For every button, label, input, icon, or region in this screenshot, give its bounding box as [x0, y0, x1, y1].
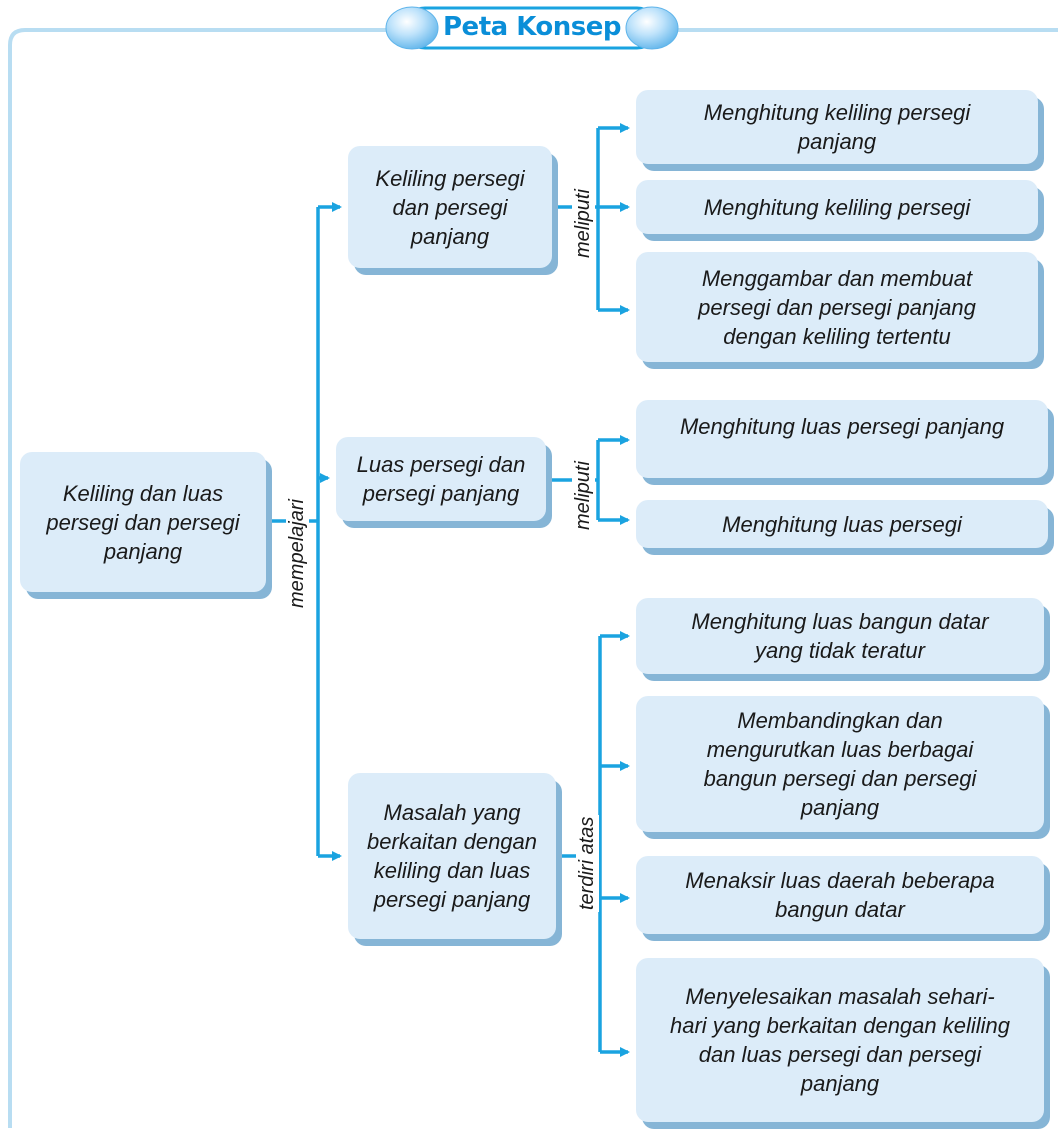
topic-box-masalah: Masalah yang berkaitan dengan keliling d…	[348, 773, 556, 939]
item-box-menggambar: Menggambar dan membuat persegi dan perse…	[636, 252, 1038, 362]
item-text: Menghitung luas bangun datar yang tidak …	[691, 609, 989, 663]
item-text: Menyelesaikan masalah sehari-hari yang b…	[670, 984, 1011, 1096]
relation-label-terdiri-atas: terdiri atas	[576, 814, 599, 912]
topic-text-keliling: Keliling persegi dan persegi panjang	[375, 165, 525, 249]
topic-text-masalah: Masalah yang berkaitan dengan keliling d…	[366, 800, 538, 912]
root-concept-box: Keliling dan luas persegi dan persegi pa…	[20, 452, 266, 592]
title-pill	[385, 6, 679, 50]
item-box-luas-persegi: Menghitung luas persegi	[636, 500, 1048, 548]
item-box-menyelesaikan: Menyelesaikan masalah sehari-hari yang b…	[636, 958, 1044, 1122]
item-text: Menghitung keliling persegi panjang	[703, 100, 971, 154]
root-concept-text: Keliling dan luas persegi dan persegi pa…	[46, 480, 240, 564]
topic-box-luas: Luas persegi dan persegi panjang	[336, 437, 546, 521]
item-box-membandingkan: Membandingkan dan mengurutkan luas berba…	[636, 696, 1044, 832]
item-box-luas-persegi-panjang: Menghitung luas persegi panjang	[636, 400, 1048, 478]
topic-box-keliling: Keliling persegi dan persegi panjang	[348, 146, 552, 268]
item-text: Menggambar dan membuat persegi dan perse…	[698, 265, 976, 349]
item-text: Menghitung luas persegi	[722, 511, 962, 537]
item-text: Menghitung keliling persegi	[703, 194, 971, 220]
relation-label-mempelajari: mempelajari	[286, 497, 309, 610]
item-text: Menghitung luas persegi panjang	[679, 414, 1005, 439]
item-box-bangun-tidak-teratur: Menghitung luas bangun datar yang tidak …	[636, 598, 1044, 674]
page-title: Peta Konsep	[443, 12, 622, 42]
item-text: Menaksir luas daerah beberapa bangun dat…	[685, 868, 995, 922]
relation-label-meliputi-2: meliputi	[572, 459, 595, 532]
item-box-keliling-persegi: Menghitung keliling persegi	[636, 180, 1038, 234]
relation-label-meliputi-1: meliputi	[572, 187, 595, 260]
item-box-keliling-persegi-panjang: Menghitung keliling persegi panjang	[636, 90, 1038, 164]
topic-text-luas: Luas persegi dan persegi panjang	[356, 452, 526, 506]
item-text: Membandingkan dan mengurutkan luas berba…	[703, 708, 977, 820]
frame-border	[8, 28, 1058, 1128]
item-box-menaksir: Menaksir luas daerah beberapa bangun dat…	[636, 856, 1044, 934]
